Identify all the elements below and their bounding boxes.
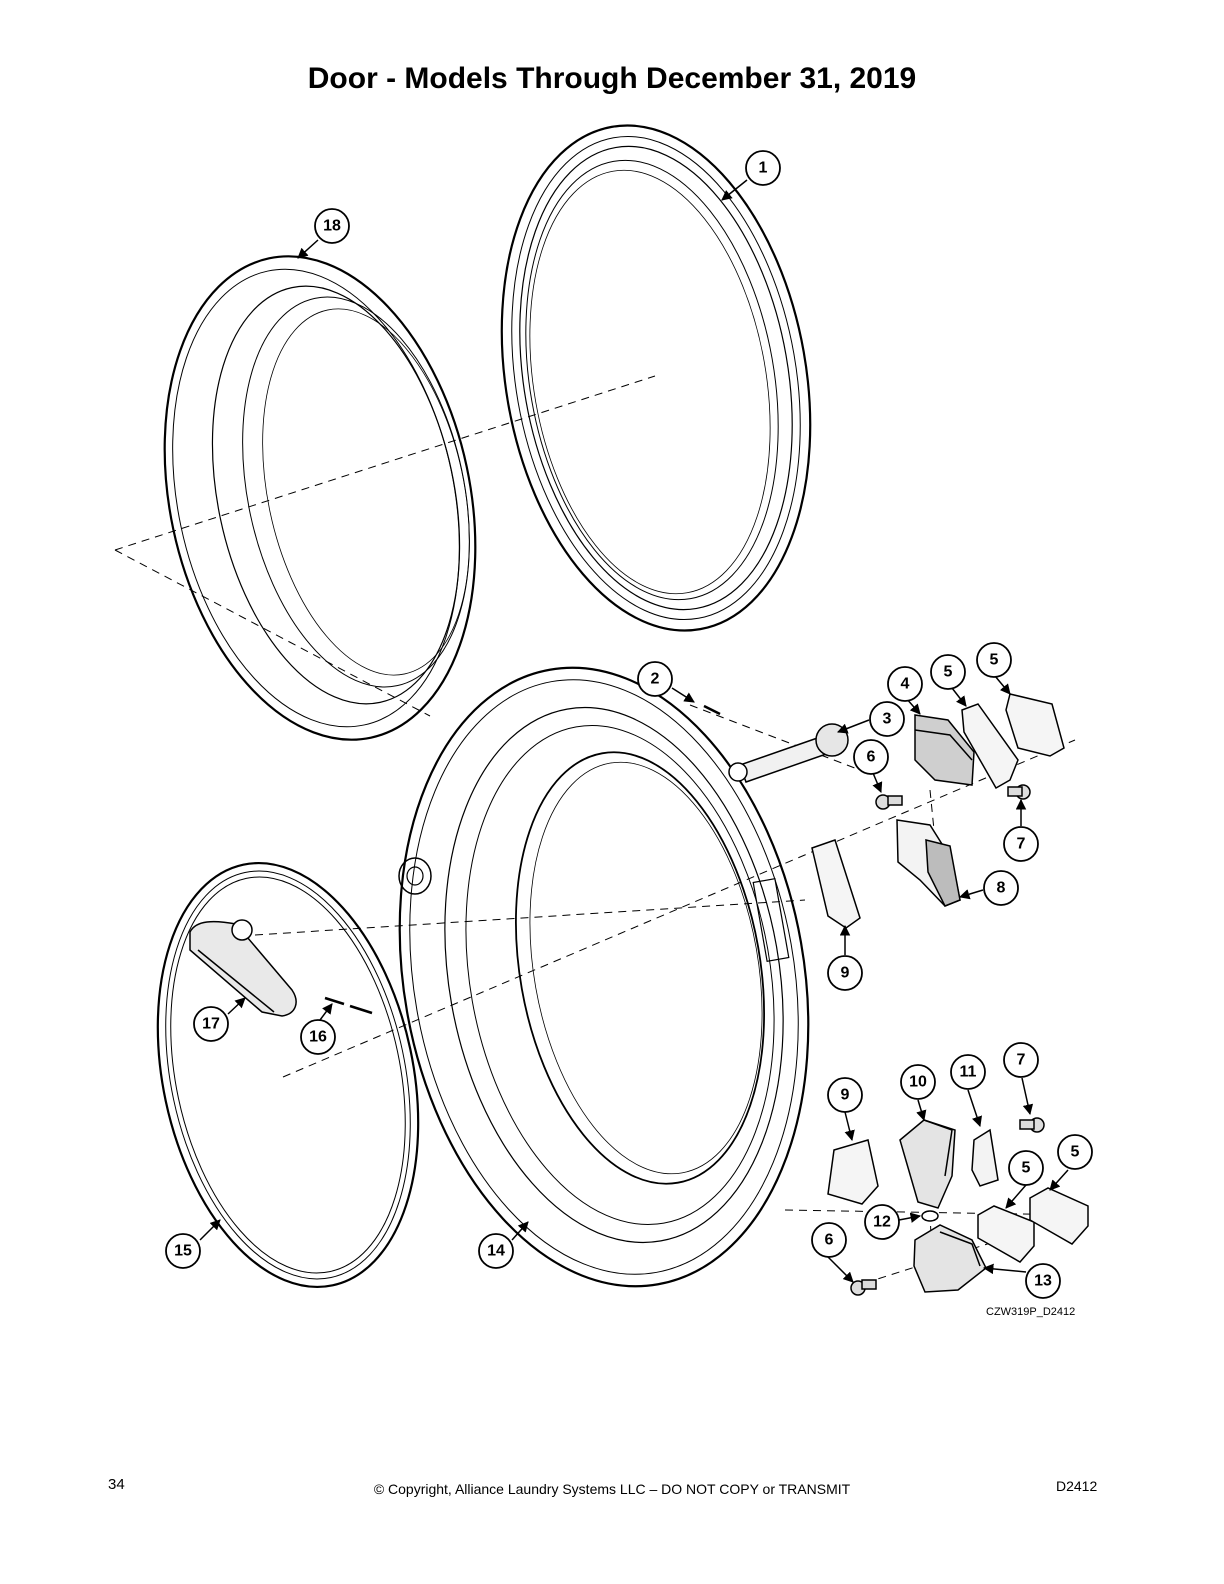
callout-7b-circle	[1003, 1042, 1039, 1078]
drawing-id: CZW319P_D2412	[986, 1306, 1076, 1318]
part-2-pin	[703, 704, 721, 716]
callout-label: 1	[759, 160, 768, 177]
copyright-notice: © Copyright, Alliance Laundry Systems LL…	[373, 1481, 851, 1497]
callout-12-circle	[864, 1204, 900, 1240]
callout-label: 13	[1034, 1273, 1052, 1290]
callout-5c-circle	[1008, 1150, 1044, 1186]
callout-14-circle	[478, 1233, 514, 1269]
part-13-lower-hinge	[913, 1224, 987, 1293]
callout-5a-circle	[930, 654, 966, 690]
callout-label: 6	[867, 749, 876, 766]
callout-label: 6	[825, 1232, 834, 1249]
part-8-hinge-bracket	[896, 819, 961, 907]
part-7-screw-lower	[1019, 1117, 1045, 1133]
part-5-hinge-shims-lower	[977, 1187, 1089, 1263]
callout-label: 16	[309, 1029, 327, 1046]
callout-label: 18	[323, 218, 341, 235]
callout-15-circle	[165, 1233, 201, 1269]
callout-label: 4	[901, 676, 910, 693]
document-code: D2412	[1056, 1478, 1098, 1494]
callout-label: 7	[1017, 836, 1026, 853]
callout-label: 9	[841, 965, 850, 982]
callout-17-circle	[193, 1006, 229, 1042]
part-7-screw-upper	[1007, 784, 1031, 800]
page-title: Door - Models Through December 31, 2019	[307, 62, 917, 95]
callout-label: 5	[990, 652, 999, 669]
callout-7a-circle	[1003, 826, 1039, 862]
callout-label: 14	[487, 1243, 505, 1260]
part-1-door-glass	[500, 124, 812, 632]
part-9-hinge-plates	[811, 839, 879, 1205]
callout-labels: 1 18 2 3 4 5 5 6 7 8 9 9 10 11 7 5 5 6 1…	[174, 160, 1079, 1290]
callout-label: 8	[997, 880, 1006, 897]
callout-18-circle	[314, 208, 350, 244]
callout-6b-circle	[811, 1222, 847, 1258]
callout-9b-circle	[827, 1077, 863, 1113]
callout-bubbles	[165, 150, 1093, 1299]
callout-3-circle	[869, 701, 905, 737]
callout-label: 5	[1022, 1160, 1031, 1177]
part-15-door-gasket	[156, 861, 420, 1289]
part-11-bracket	[971, 1128, 999, 1187]
part-12-washer	[921, 1210, 939, 1222]
part-4-upper-hinge-cover	[914, 714, 975, 786]
part-6-screw-upper	[875, 794, 903, 810]
callout-9a-circle	[827, 955, 863, 991]
callout-1-circle	[745, 150, 781, 186]
part-16-handle-pins	[324, 996, 373, 1015]
part-14-door-frame	[398, 666, 810, 1288]
page-number: 34	[108, 1476, 125, 1493]
callout-leaders	[199, 179, 1069, 1283]
callout-label: 12	[873, 1214, 891, 1231]
callout-8-circle	[983, 870, 1019, 906]
part-18-door-trim-ring	[163, 255, 477, 741]
callout-4-circle	[887, 666, 923, 702]
callout-label: 17	[202, 1016, 220, 1033]
callout-13-circle	[1025, 1263, 1061, 1299]
callout-label: 7	[1017, 1052, 1026, 1069]
callout-10-circle	[900, 1064, 936, 1100]
part-6-screw-lower	[850, 1279, 877, 1296]
callout-label: 3	[883, 711, 892, 728]
callout-11-circle	[950, 1054, 986, 1090]
callout-label: 15	[174, 1243, 192, 1260]
callout-label: 11	[960, 1064, 977, 1081]
callout-label: 9	[841, 1087, 850, 1104]
callout-2-circle	[637, 661, 673, 697]
callout-label: 10	[909, 1074, 927, 1091]
callout-5b-circle	[976, 642, 1012, 678]
callout-16-circle	[300, 1019, 336, 1055]
callout-label: 5	[944, 664, 953, 681]
callout-6a-circle	[853, 739, 889, 775]
part-3-hinge-pin	[728, 723, 849, 783]
part-17-door-handle	[189, 919, 297, 1017]
callout-label: 5	[1071, 1144, 1080, 1161]
part-10-lower-hinge-cover	[899, 1119, 956, 1209]
callout-label: 2	[651, 671, 660, 688]
callout-5d-circle	[1057, 1134, 1093, 1170]
part-5-hinge-shims-upper	[961, 693, 1065, 790]
